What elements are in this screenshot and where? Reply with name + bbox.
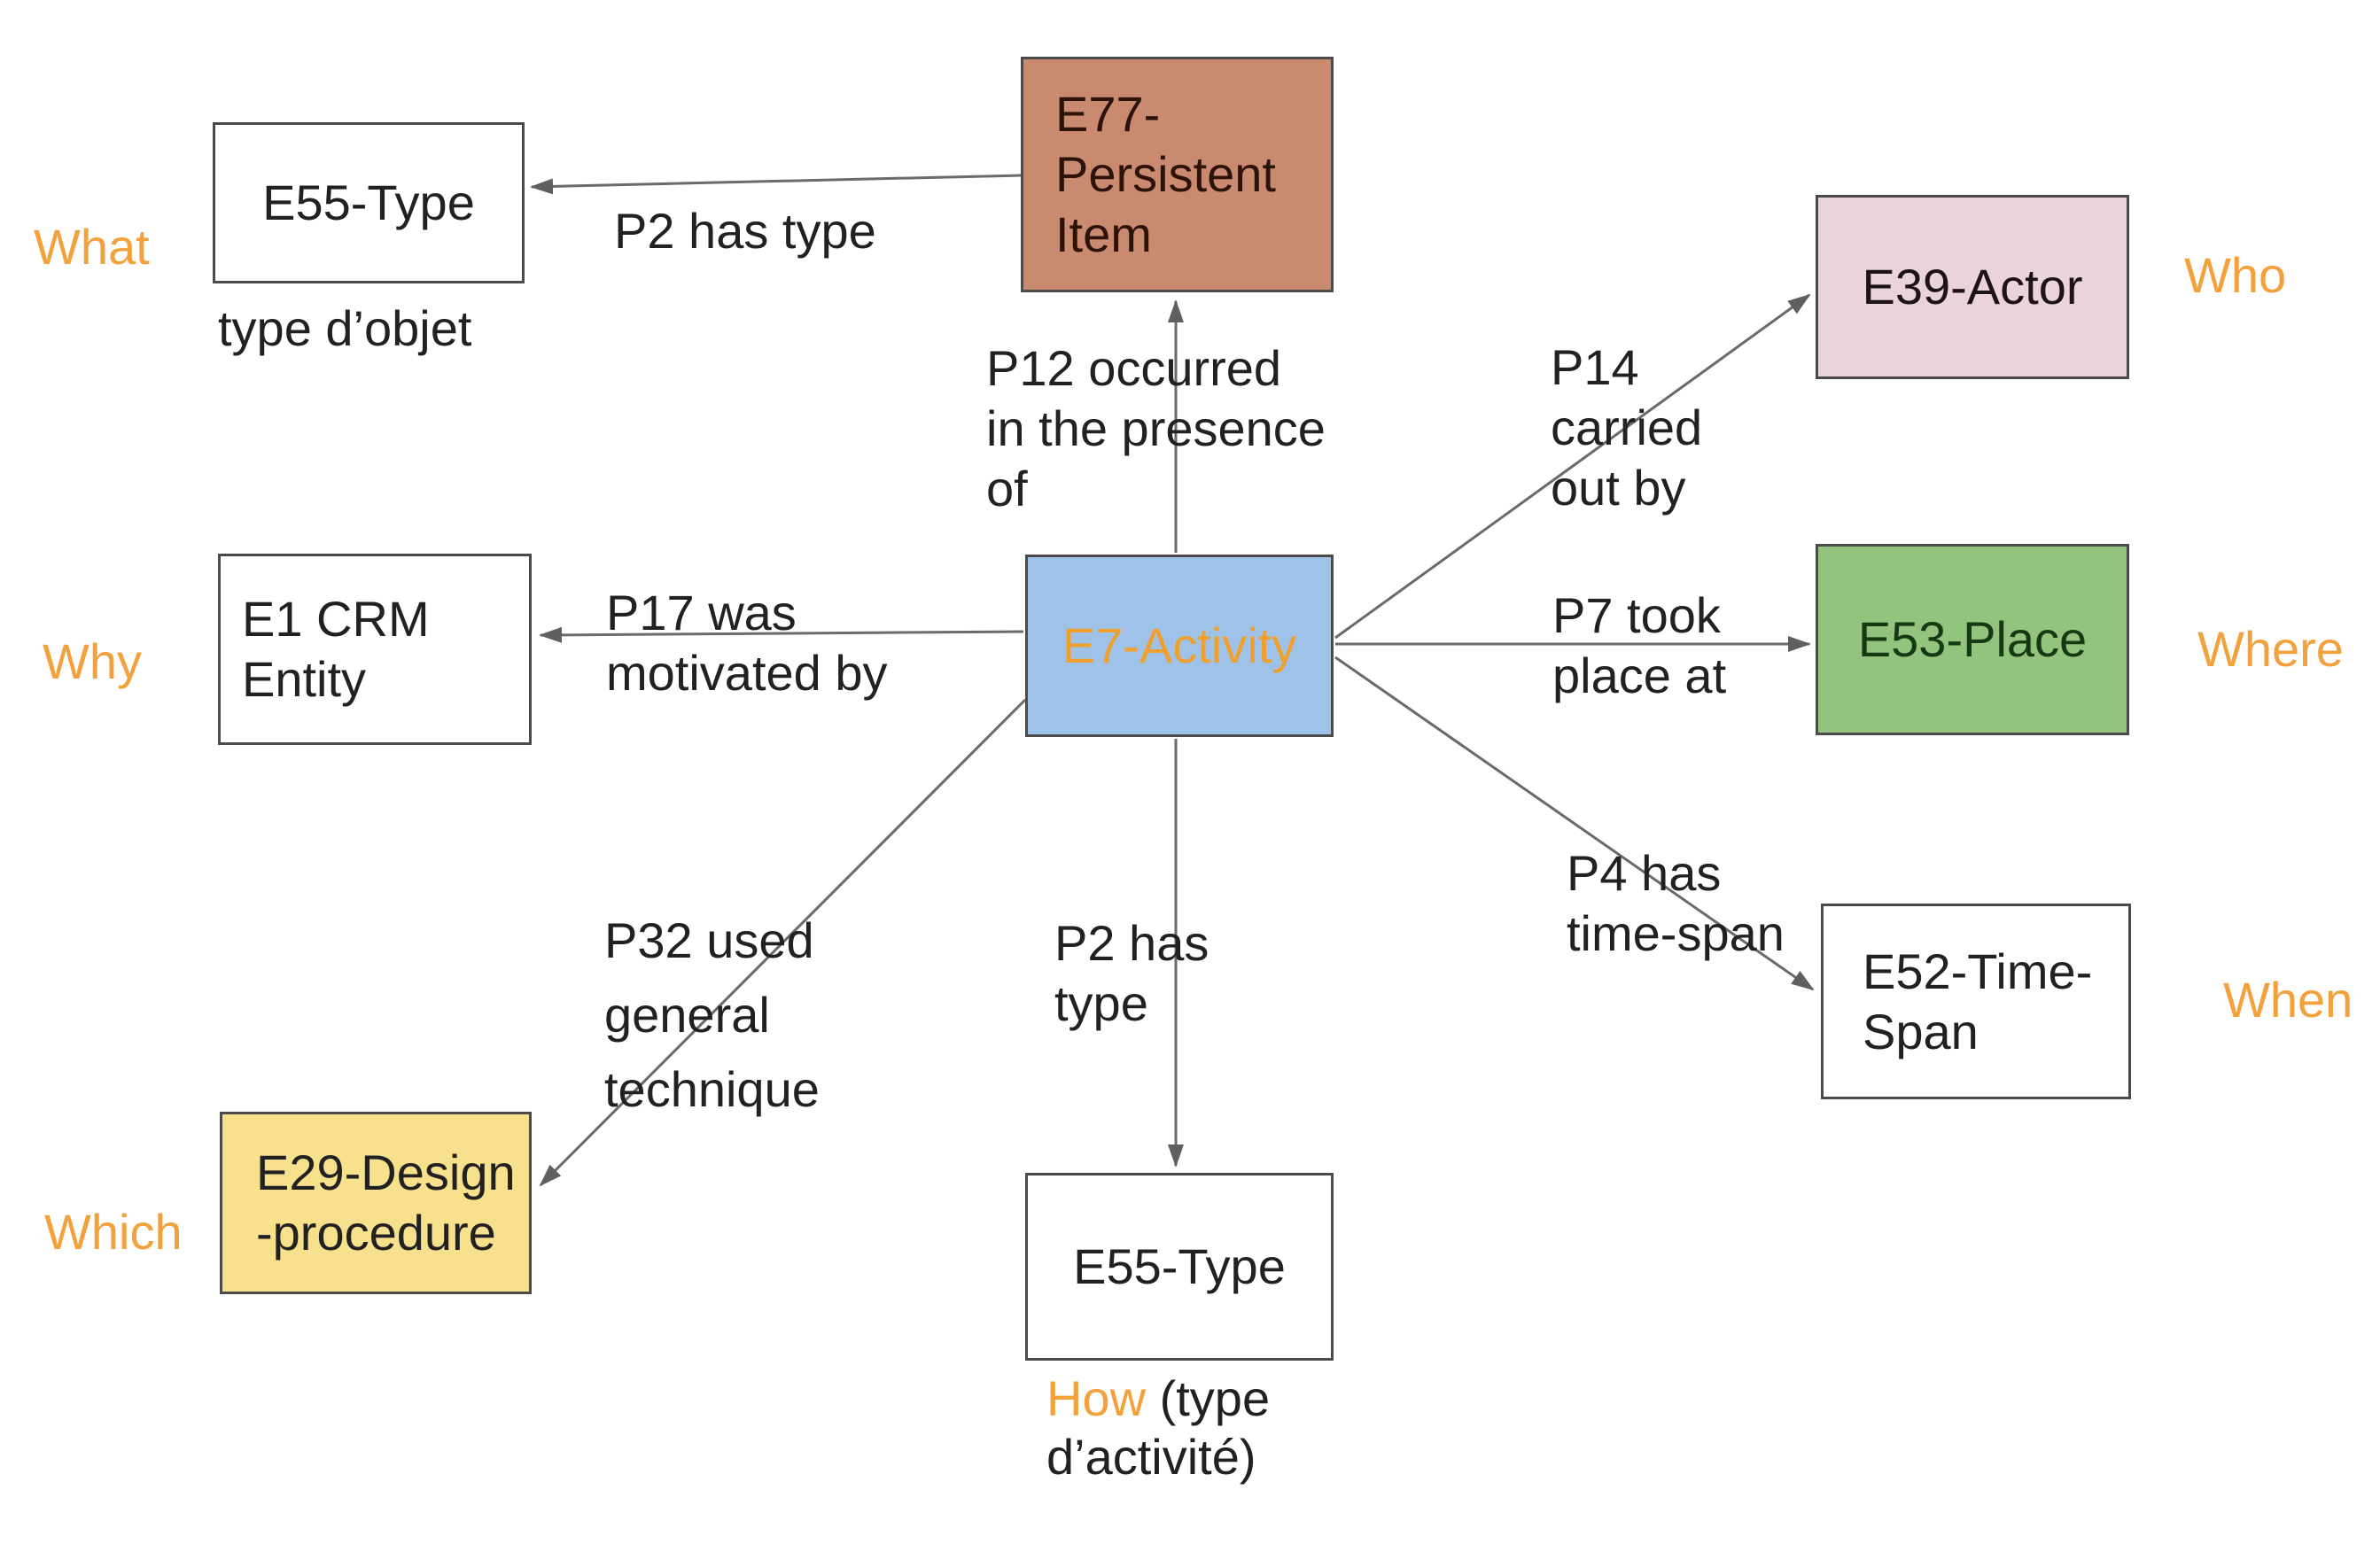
node-e53-place: E53-Place: [1816, 544, 2129, 735]
edge-label-p7-took-place-at: P7 took place at: [1552, 587, 1727, 703]
node-e29-design-procedure: E29-Design -procedure: [220, 1112, 532, 1294]
edge-label-p12-occurred-in-presence: P12 occurred in the presence of: [986, 340, 1326, 516]
node-e1-crm-entity: E1 CRM Entity: [218, 554, 532, 745]
edge-line-p32-used-general-technique: [539, 698, 1027, 1187]
caption-how-line1: How (type: [1046, 1369, 1270, 1428]
edge-label-p2-has-type-bottom: P2 has type: [1054, 915, 1209, 1031]
edge-label-p17-was-motivated-by: P17 was motivated by: [606, 585, 888, 701]
edge-line-p14-carried-out-by: [1334, 293, 1811, 640]
node-e55-type-top: E55-Type: [213, 122, 525, 283]
question-label-who: Who: [2184, 247, 2287, 303]
edge-line-p17-was-motivated-by: [539, 626, 1024, 643]
question-label-where: Where: [2197, 621, 2344, 677]
node-e52-time-span: E52-Time- Span: [1821, 904, 2131, 1099]
question-label-when: When: [2223, 972, 2353, 1028]
caption-type-objet: type d’objet: [218, 300, 472, 356]
edge-label-p2-has-type-top: P2 has type: [614, 203, 876, 259]
edge-label-p32-used-general-technique: P32 used general technique: [604, 912, 820, 1117]
node-e77-persistent-item: E77- Persistent Item: [1021, 57, 1334, 292]
edge-line-p4-has-time-span: [1334, 656, 1815, 991]
node-e55-type-bottom: E55-Type: [1025, 1173, 1334, 1361]
caption-how-word: How: [1046, 1370, 1147, 1426]
caption-how-line2: d’activité): [1046, 1429, 1256, 1485]
node-e39-actor: E39-Actor: [1816, 195, 2129, 379]
edge-label-p4-has-time-span: P4 has time-span: [1567, 845, 1785, 961]
caption-how-type-activite: How (type d’activité): [1046, 1369, 1270, 1486]
node-e7-activity: E7-Activity: [1025, 555, 1334, 737]
question-label-why: Why: [43, 633, 142, 689]
question-label-which: Which: [44, 1204, 183, 1260]
edge-label-p14-carried-out-by: P14 carried out by: [1551, 339, 1703, 516]
edge-line-p2-has-type-top: [530, 174, 1022, 195]
caption-how-line1-rest: (type: [1146, 1370, 1271, 1426]
question-label-what: What: [34, 219, 150, 275]
